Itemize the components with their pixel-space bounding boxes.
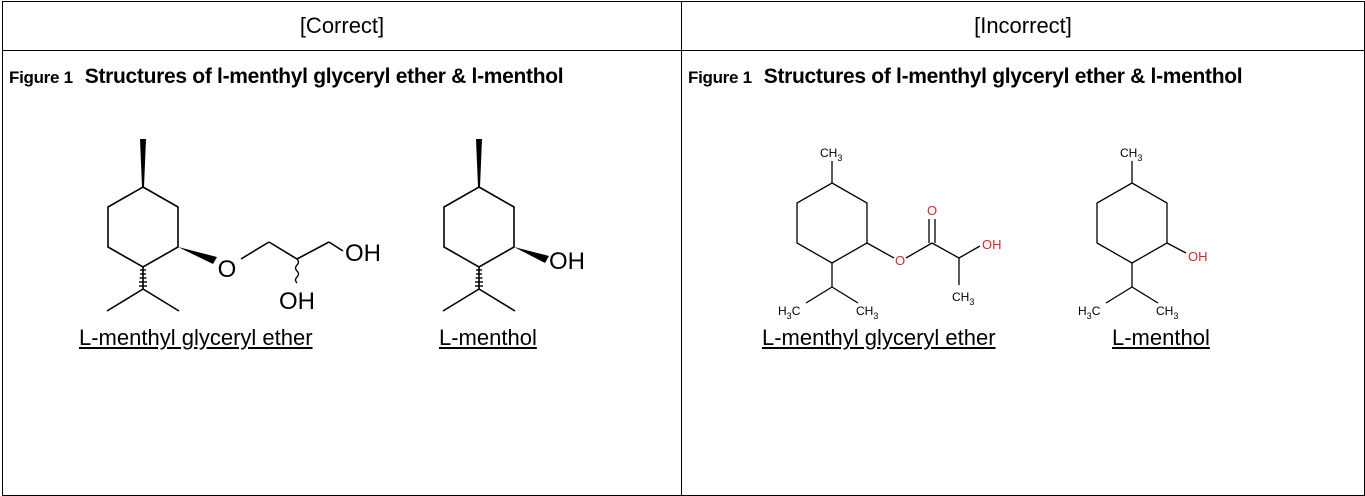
incorrect-ester-ch3-top: CH3 [820,146,842,163]
correct-ether-oh-terminal: OH [345,240,381,267]
correct-caption-menthol: L-menthol [439,325,537,350]
incorrect-figure-number: Figure 1 [688,68,752,87]
incorrect-menthol-h3c: H3C [1078,304,1101,321]
correct-menthol-structure: OH [442,139,585,312]
incorrect-menthol-ch3-top: CH3 [1120,146,1142,163]
incorrect-ester-ch3-right: CH3 [952,290,974,307]
incorrect-caption-menthol: L-menthol [1112,325,1210,350]
incorrect-ester-structure: CH3 CH3 H3C CH3 O O OH [778,146,1002,321]
incorrect-ester-oh: OH [982,237,1002,252]
correct-ether-oh-secondary: OH [279,288,315,315]
correct-figure-number: Figure 1 [9,68,73,87]
correct-ether-oxygen: O [218,256,237,283]
incorrect-ester-ch3-iso: CH3 [856,304,878,321]
correct-glyceryl-ether-structure: O OH OH [106,139,381,315]
header-incorrect: [Incorrect] [681,1,1365,51]
header-correct: [Correct] [2,1,682,51]
incorrect-ester-h3c: H3C [778,304,801,321]
incorrect-menthol-structure: CH3 H3C CH3 OH [1078,146,1208,321]
incorrect-menthol-ch3-iso: CH3 [1156,304,1178,321]
incorrect-menthol-oh: OH [1188,249,1208,264]
incorrect-ester-oxygen: O [895,253,905,268]
correct-caption-glyceryl-ether: L-menthyl glyceryl ether [79,325,313,350]
incorrect-carbonyl-oxygen: O [927,203,937,218]
incorrect-caption-glyceryl-ether: L-menthyl glyceryl ether [762,325,996,350]
correct-menthol-oh: OH [549,248,585,275]
